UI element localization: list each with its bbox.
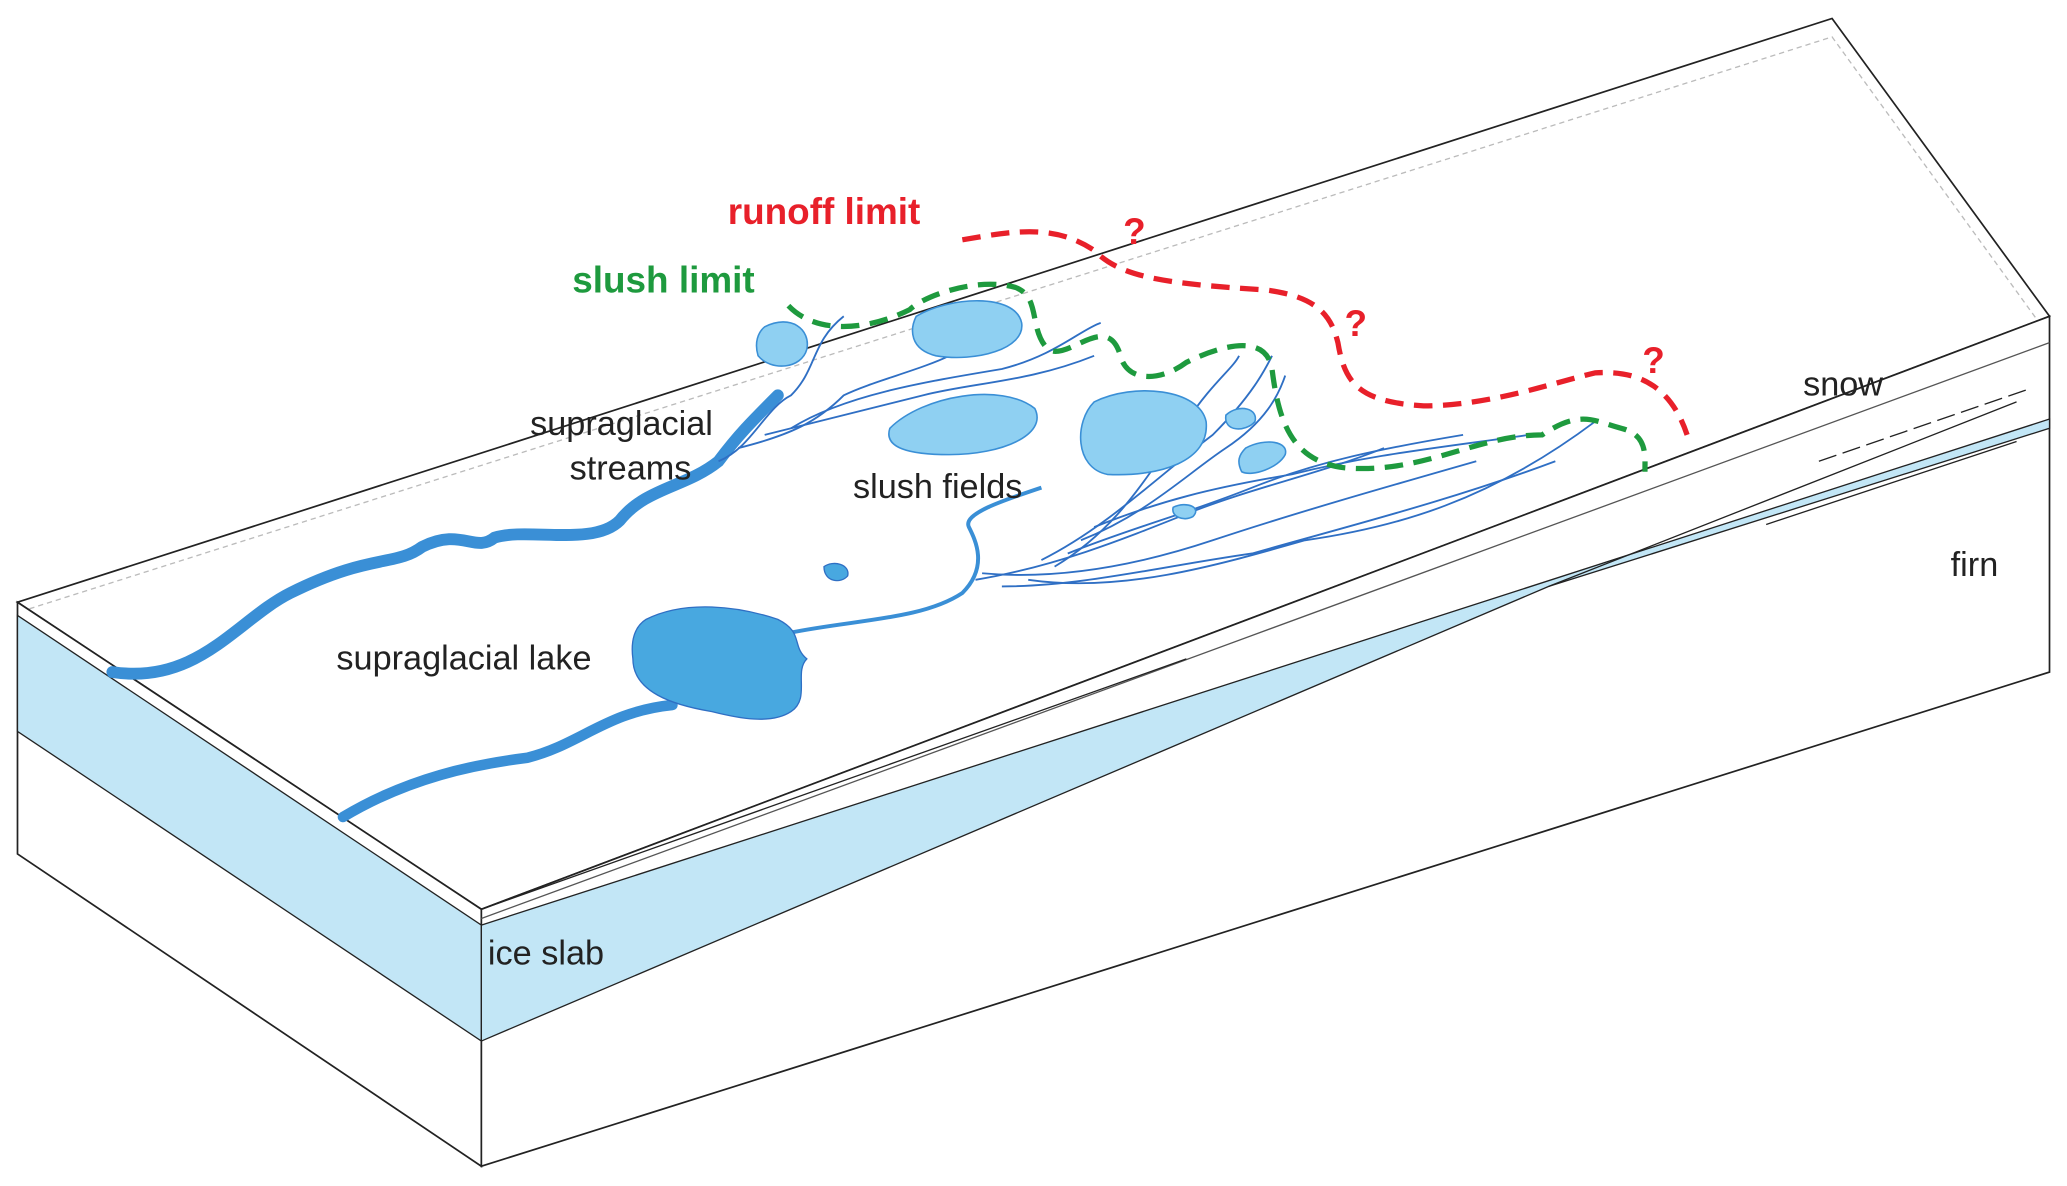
snow-label: snow <box>1803 365 1883 403</box>
slush-fields-label: slush fields <box>853 468 1022 506</box>
supraglacial-streams-label-2: streams <box>570 450 692 488</box>
firn-label: firn <box>1951 546 1999 584</box>
front-face <box>480 315 2051 1168</box>
slush-limit-label: slush limit <box>572 260 754 301</box>
slush-fields <box>755 299 1287 520</box>
snow-base-line <box>481 342 2050 920</box>
question-mark-2: ? <box>1344 303 1367 344</box>
firn-lens <box>1818 388 2030 462</box>
firn-lens <box>1765 440 2017 526</box>
supraglacial-streams-label: supraglacial <box>530 405 713 443</box>
front-face-line <box>481 658 1187 910</box>
question-mark-3: ? <box>1642 340 1665 381</box>
firn-lens <box>1548 401 2017 588</box>
supraglacial-lake-label: supraglacial lake <box>336 639 591 677</box>
snow-surface-dashed <box>29 36 2041 610</box>
ice-slab-label: ice slab <box>488 935 604 973</box>
lake-inflow-stream <box>790 485 1043 635</box>
question-mark-1: ? <box>1123 211 1146 252</box>
supraglacial-stream-lake-outlet <box>337 699 678 823</box>
supraglacial-lake <box>631 606 808 720</box>
runoff-limit-line <box>961 229 1690 436</box>
runoff-limit-label: runoff limit <box>728 191 921 232</box>
small-pond <box>823 562 849 582</box>
supraglacial-stream-main <box>106 389 784 680</box>
slush-limit-line <box>786 281 1648 472</box>
ice-slab-front <box>480 418 2051 1043</box>
